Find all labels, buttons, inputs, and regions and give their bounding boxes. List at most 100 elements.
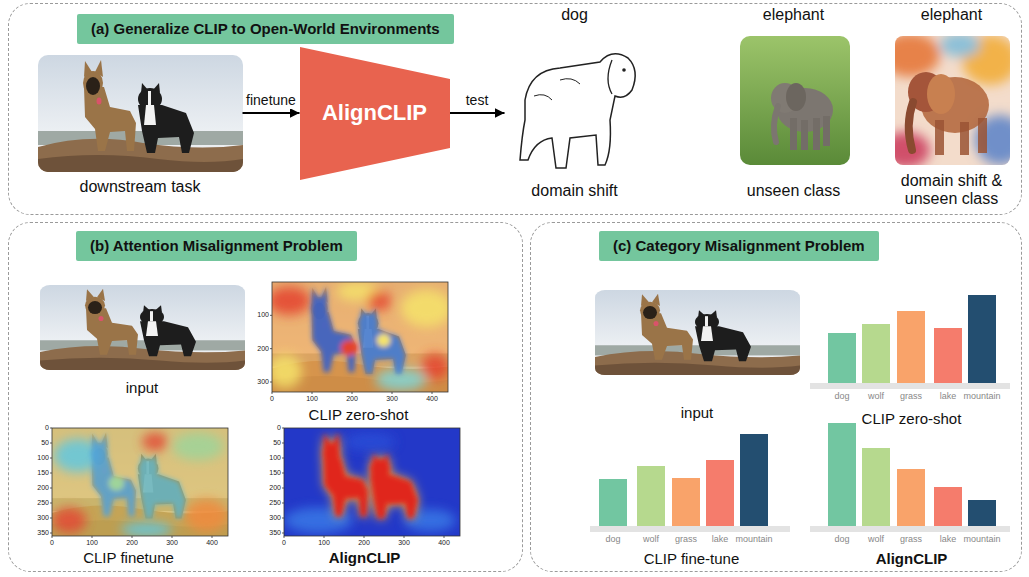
art-shape xyxy=(672,478,700,526)
axis-tick-label: 100 xyxy=(77,539,107,547)
axis-tick-label: 0 xyxy=(37,539,67,547)
tick-mark xyxy=(92,536,93,538)
art-shape xyxy=(740,36,850,165)
heatmap xyxy=(52,428,228,536)
heatmap-figure: CLIP finetune xyxy=(26,424,232,570)
tick-mark xyxy=(50,473,52,474)
edge-label: test xyxy=(465,92,490,109)
caption: downstream task xyxy=(38,178,243,196)
tick-mark xyxy=(172,536,173,538)
tick-mark xyxy=(52,536,53,538)
art-shape xyxy=(358,308,406,374)
axis-tick-label: 150 xyxy=(27,469,49,477)
bar-group xyxy=(590,434,790,532)
dog-sketch xyxy=(512,40,640,180)
tick-mark xyxy=(282,443,284,444)
image-figure: dogdomain shift xyxy=(505,4,645,212)
bar-group xyxy=(810,423,1010,532)
image-figure: input xyxy=(40,283,245,413)
elephant-painting xyxy=(895,36,1010,165)
tick-mark xyxy=(270,348,272,349)
art-shape xyxy=(897,311,925,383)
tick-mark xyxy=(282,473,284,474)
heatmap xyxy=(272,282,448,392)
bar-group xyxy=(810,295,1010,389)
bar-category-label: mountain xyxy=(957,534,1007,545)
art-shape xyxy=(801,120,808,150)
art-shape xyxy=(813,118,820,150)
axis-tick-label: 100 xyxy=(297,395,327,403)
art-shape xyxy=(622,68,626,72)
image-figure: input xyxy=(595,286,800,426)
axis-tick-label: 300 xyxy=(27,514,49,522)
arrow-connector xyxy=(243,112,300,114)
axis-tick-label: 200 xyxy=(117,539,147,547)
bar-category-label: dog xyxy=(817,534,867,545)
art-shape xyxy=(862,448,890,526)
art-shape xyxy=(520,54,635,168)
tick-mark xyxy=(282,518,284,519)
caption: domain shift & unseen class xyxy=(886,172,1018,208)
art-shape xyxy=(421,353,448,379)
caption: input xyxy=(40,379,245,397)
axis-tick-label: 300 xyxy=(157,539,187,547)
axis-tick-label: 0 xyxy=(27,424,49,432)
art-shape xyxy=(91,433,186,519)
tick-mark xyxy=(282,428,284,429)
art-shape xyxy=(978,118,987,153)
dog-photo xyxy=(40,285,245,370)
tick-mark xyxy=(50,443,52,444)
caption: CLIP finetune xyxy=(26,549,232,567)
tick-mark xyxy=(312,392,313,394)
tick-mark xyxy=(432,392,433,394)
art-shape xyxy=(284,428,460,536)
art-shape xyxy=(311,287,357,373)
bar-category-label: grass xyxy=(661,534,711,545)
art-shape xyxy=(975,115,1010,165)
tick-mark xyxy=(50,533,52,534)
art-shape xyxy=(810,526,1010,532)
axis-tick-label: 250 xyxy=(259,499,281,507)
art-shape xyxy=(311,287,406,374)
axis-tick-label: 350 xyxy=(259,529,281,537)
tick-marks xyxy=(50,315,444,538)
caption: domain shift xyxy=(505,182,645,200)
caption: CLIP fine-tune xyxy=(588,550,796,568)
art-shape xyxy=(637,466,665,526)
axis-tick-label: 200 xyxy=(337,395,367,403)
art-shape xyxy=(52,433,228,536)
art-shape xyxy=(590,526,790,532)
image-figure: elephantunseen class xyxy=(732,4,856,212)
art-shape xyxy=(172,433,224,461)
art-shape xyxy=(272,287,311,315)
art-shape xyxy=(934,487,962,526)
dog-photo xyxy=(595,290,800,375)
art-shape xyxy=(377,334,391,347)
axis-tick-label: 150 xyxy=(259,469,281,477)
heatmap-figure: AlignCLIP xyxy=(262,424,468,570)
panel-heading: (a) Generalize CLIP to Open-World Enviro… xyxy=(77,14,454,44)
bar-chart: CLIP fine-tune xyxy=(588,430,796,570)
art-shape xyxy=(142,433,168,451)
art-shape xyxy=(512,40,640,180)
axis-tick-label: 0 xyxy=(259,424,281,432)
art-shape xyxy=(323,433,418,519)
art-shape xyxy=(401,290,448,328)
caption: CLIP zero-shot xyxy=(256,406,462,424)
art-shape xyxy=(740,434,768,526)
art-shape xyxy=(323,433,369,517)
art-shape xyxy=(121,522,173,536)
panel-heading: (b) Attention Misalignment Problem xyxy=(76,231,357,261)
art-shape xyxy=(52,507,86,533)
art-shape xyxy=(367,291,391,310)
tick-mark xyxy=(270,315,272,316)
bar-chart: CLIP zero-shot xyxy=(808,280,1016,430)
bar-category-label: wolf xyxy=(626,534,676,545)
art-shape xyxy=(109,476,124,491)
tick-mark xyxy=(324,536,325,538)
bar-category-label: dog xyxy=(588,534,638,545)
heatmap-frame xyxy=(284,428,460,536)
art-shape xyxy=(968,500,996,526)
image-figure: elephantdomain shift & unseen class xyxy=(886,4,1018,212)
art-shape xyxy=(323,433,418,519)
